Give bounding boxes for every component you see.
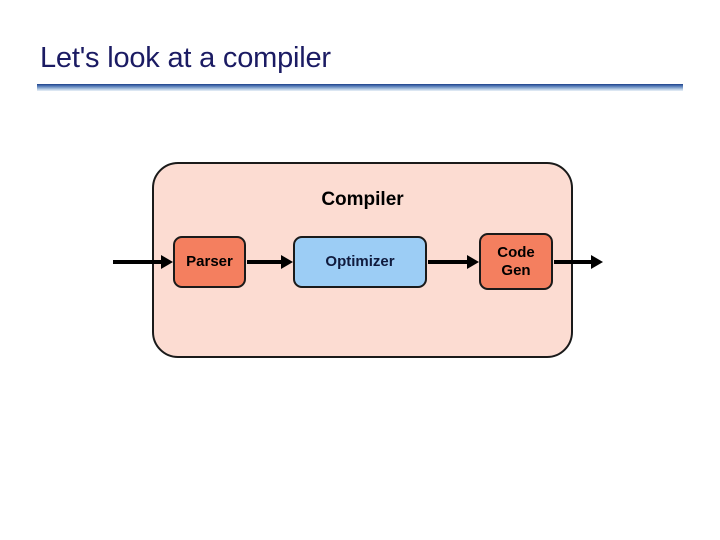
optimizer-to-codegen-arrow-icon [428, 255, 479, 269]
stage-box-optimizer-label: Optimizer [325, 253, 395, 271]
stage-box-code-gen[interactable]: Code Gen [479, 233, 553, 290]
stage-box-code-gen-label: Code Gen [497, 244, 535, 279]
stage-box-optimizer[interactable]: Optimizer [293, 236, 427, 288]
stage-box-code-gen-label-line2: Gen [501, 261, 531, 279]
parser-to-optimizer-arrow-icon [247, 255, 293, 269]
input-arrow-icon [113, 255, 173, 269]
output-arrow-icon [554, 255, 603, 269]
stage-box-code-gen-label-line1: Code [497, 243, 535, 261]
title-divider-rule [37, 84, 683, 91]
page-title: Let's look at a compiler [40, 42, 331, 74]
compiler-container-label: Compiler [321, 189, 404, 210]
stage-box-parser-label: Parser [186, 253, 233, 271]
stage-box-parser[interactable]: Parser [173, 236, 246, 288]
